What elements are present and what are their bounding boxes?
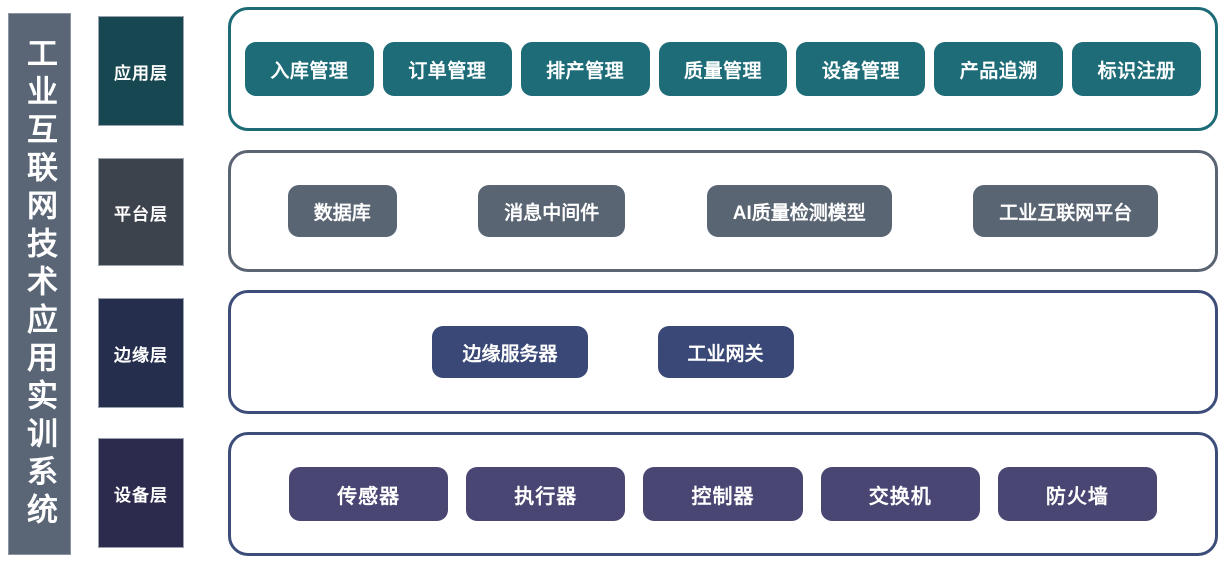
layer-label-device: 设备层 <box>98 438 184 548</box>
chip-application-4[interactable]: 设备管理 <box>796 42 926 96</box>
chip-platform-1[interactable]: 消息中间件 <box>478 185 626 237</box>
layer-label-platform: 平台层 <box>98 158 184 266</box>
chip-application-5[interactable]: 产品追溯 <box>934 42 1064 96</box>
chip-list-application: 入库管理 订单管理 排产管理 质量管理 设备管理 产品追溯 标识注册 <box>231 42 1215 96</box>
chip-application-3[interactable]: 质量管理 <box>658 42 788 96</box>
chip-edge-1[interactable]: 工业网关 <box>657 326 794 378</box>
layer-row-device: 设备层 传感器 执行器 控制器 交换机 防火墙 <box>0 432 1226 556</box>
layer-row-application: 应用层 入库管理 订单管理 排产管理 质量管理 设备管理 产品追溯 标识注册 <box>0 7 1226 131</box>
chip-device-1[interactable]: 执行器 <box>466 467 626 521</box>
chip-platform-3[interactable]: 工业互联网平台 <box>973 185 1159 237</box>
layer-panel-device: 传感器 执行器 控制器 交换机 防火墙 <box>228 432 1218 556</box>
chip-application-6[interactable]: 标识注册 <box>1072 42 1202 96</box>
chip-platform-0[interactable]: 数据库 <box>287 185 397 237</box>
chip-list-platform: 数据库 消息中间件 AI质量检测模型 工业互联网平台 <box>231 185 1215 237</box>
chip-application-0[interactable]: 入库管理 <box>245 42 374 96</box>
layer-row-platform: 平台层 数据库 消息中间件 AI质量检测模型 工业互联网平台 <box>0 150 1226 272</box>
chip-platform-2[interactable]: AI质量检测模型 <box>706 185 892 237</box>
layer-panel-application: 入库管理 订单管理 排产管理 质量管理 设备管理 产品追溯 标识注册 <box>228 7 1218 131</box>
layer-label-edge: 边缘层 <box>98 298 184 408</box>
chip-application-1[interactable]: 订单管理 <box>382 42 512 96</box>
chip-application-2[interactable]: 排产管理 <box>520 42 650 96</box>
layer-panel-platform: 数据库 消息中间件 AI质量检测模型 工业互联网平台 <box>228 150 1218 272</box>
layer-panel-edge: 边缘服务器 工业网关 <box>228 290 1218 414</box>
layer-label-edge-text: 边缘层 <box>114 345 168 365</box>
system-title-text: 工业互联网技术应用实训系统 <box>22 37 57 531</box>
chip-device-2[interactable]: 控制器 <box>643 467 803 521</box>
chip-device-3[interactable]: 交换机 <box>820 467 980 521</box>
layer-row-edge: 边缘层 边缘服务器 工业网关 <box>0 290 1226 414</box>
layer-label-application-text: 应用层 <box>114 63 168 83</box>
layer-label-application: 应用层 <box>98 16 184 126</box>
system-title-bar: 工业互联网技术应用实训系统 <box>8 13 71 555</box>
layer-label-platform-text: 平台层 <box>114 204 168 224</box>
chip-device-4[interactable]: 防火墙 <box>997 467 1158 521</box>
chip-device-0[interactable]: 传感器 <box>289 467 449 521</box>
chip-edge-0[interactable]: 边缘服务器 <box>432 326 588 378</box>
chip-list-device: 传感器 执行器 控制器 交换机 防火墙 <box>231 467 1215 521</box>
layer-label-device-text: 设备层 <box>114 485 168 505</box>
chip-list-edge: 边缘服务器 工业网关 <box>231 326 1215 378</box>
